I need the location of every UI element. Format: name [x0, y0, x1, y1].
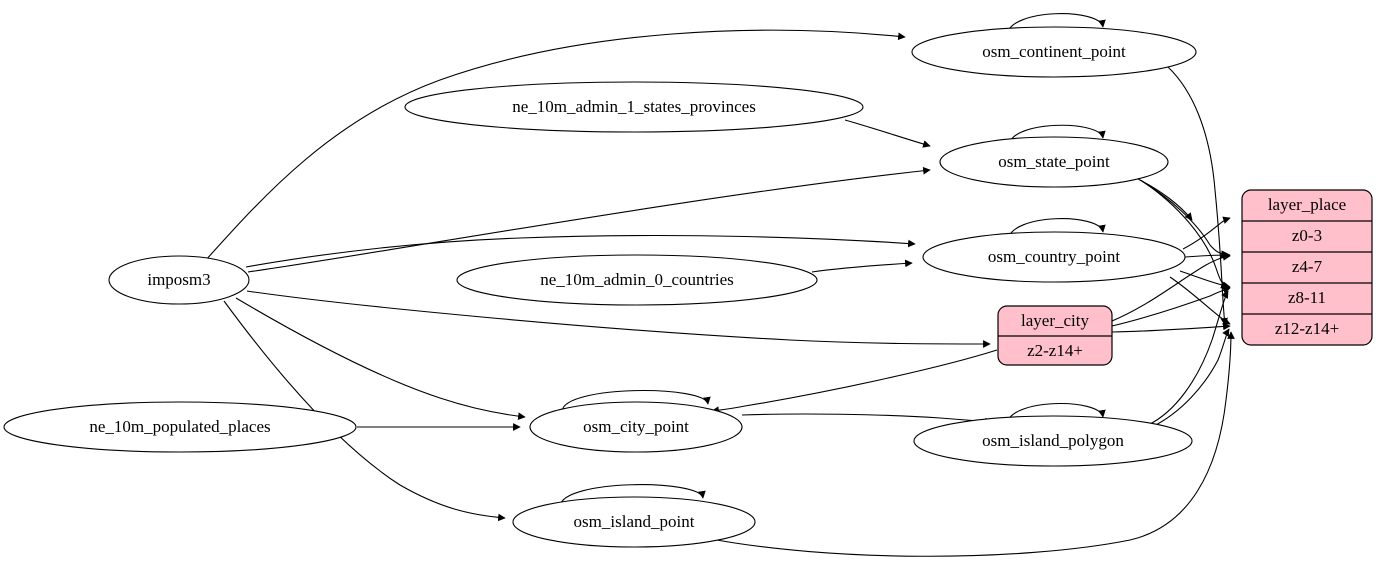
edges-layer — [204, 13, 1235, 557]
node-ne-10m-admin-1-states-provinces[interactable]: ne_10m_admin_1_states_provinces — [404, 81, 864, 133]
edge-osm-country-point-to-layer-place-z12 — [1169, 276, 1231, 325]
node-osm-continent-point[interactable]: osm_continent_point — [911, 26, 1197, 78]
edge-osm-island-polygon-to-layer-place-z8-11 — [1147, 290, 1229, 426]
node-imposm3[interactable]: imposm3 — [108, 255, 250, 305]
edge-self-loop-osm-continent-point — [1006, 13, 1106, 36]
edge-osm-island-point-to-layer-place-z12 — [705, 331, 1235, 557]
records-layer: layer_place z0-3 z4-7 z8-11 z12-z14+ lay… — [997, 189, 1373, 366]
edge-self-loop-osm-state-point — [1008, 124, 1106, 146]
node-label-ne-populated: ne_10m_populated_places — [89, 417, 270, 436]
edge-self-loop-osm-island-point — [559, 484, 706, 507]
node-label-ne-countries: ne_10m_admin_0_countries — [540, 270, 734, 289]
edge-osm-island-polygon-to-layer-place-z12 — [1151, 328, 1230, 428]
edge-self-loop-osm-island-polygon — [1006, 403, 1106, 425]
node-label-osm-island-polygon: osm_island_polygon — [982, 431, 1124, 450]
record-row-layer-place-z12-z14[interactable]: z12-z14+ — [1275, 319, 1339, 338]
edge-osm-city-point-to-osm-island-polygon — [741, 413, 993, 426]
edge-osm-continent-point-to-layer-place-z12 — [1167, 66, 1228, 326]
edge-imposm3-to-osm-continent-point — [204, 29, 906, 262]
node-osm-country-point[interactable]: osm_country_point — [922, 231, 1186, 283]
record-row-layer-place-z0-3[interactable]: z0-3 — [1292, 226, 1322, 245]
edge-layer-city-to-layer-place-z12 — [1111, 322, 1231, 333]
edge-imposm3-to-osm-city-point — [235, 297, 526, 420]
node-label-osm-country-point: osm_country_point — [988, 247, 1120, 266]
node-label-osm-continent-point: osm_continent_point — [982, 42, 1126, 61]
edge-imposm3-to-osm-island-point — [223, 300, 506, 522]
edge-self-loop-osm-country-point — [1007, 218, 1106, 241]
edge-ne-states-to-osm-state-point — [844, 119, 931, 148]
node-label-imposm3: imposm3 — [147, 270, 210, 289]
edge-layer-city-to-layer-place-z4-7 — [1111, 253, 1231, 322]
edge-osm-state-point-to-layer-place-z4-7 — [1139, 179, 1229, 258]
nodes-layer: imposm3 ne_10m_admin_1_states_provinces … — [3, 26, 1197, 548]
record-row-layer-place-z4-7[interactable]: z4-7 — [1292, 257, 1323, 276]
node-osm-island-polygon[interactable]: osm_island_polygon — [913, 415, 1193, 467]
node-osm-city-point[interactable]: osm_city_point — [529, 401, 743, 453]
record-layer-city[interactable]: layer_city z2-z14+ — [997, 305, 1113, 366]
edge-imposm3-to-osm-country-point — [245, 234, 916, 268]
node-label-ne-states: ne_10m_admin_1_states_provinces — [512, 97, 756, 116]
node-label-osm-city-point: osm_city_point — [583, 417, 689, 436]
edge-layer-city-to-layer-place-z8-11 — [1111, 286, 1231, 327]
record-row-layer-city-title: layer_city — [1021, 311, 1089, 330]
edge-osm-country-point-to-layer-place-z4-7 — [1184, 251, 1231, 259]
record-row-layer-city-z2-z14[interactable]: z2-z14+ — [1027, 341, 1083, 360]
record-layer-place[interactable]: layer_place z0-3 z4-7 z8-11 z12-z14+ — [1241, 189, 1373, 346]
edge-imposm3-to-osm-state-point — [247, 166, 931, 273]
edge-imposm3-to-layer-city — [246, 290, 991, 348]
record-row-layer-place-title: layer_place — [1268, 195, 1346, 214]
node-osm-state-point[interactable]: osm_state_point — [939, 136, 1169, 188]
node-ne-10m-admin-0-countries[interactable]: ne_10m_admin_0_countries — [456, 254, 818, 306]
edge-osm-country-point-to-layer-place-z8-11 — [1179, 270, 1231, 290]
edge-self-loop-osm-city-point — [561, 390, 711, 412]
node-ne-10m-populated-places[interactable]: ne_10m_populated_places — [3, 401, 357, 453]
edge-ne-countries-to-osm-country-point — [811, 259, 913, 273]
node-label-osm-island-point: osm_island_point — [574, 512, 695, 531]
record-row-layer-place-z8-11[interactable]: z8-11 — [1288, 288, 1326, 307]
node-label-osm-state-point: osm_state_point — [998, 152, 1110, 171]
edge-layer-city-to-osm-city-point — [711, 349, 998, 414]
edge-osm-country-point-to-layer-place-z0-3 — [1182, 216, 1231, 250]
node-osm-island-point[interactable]: osm_island_point — [512, 496, 756, 548]
